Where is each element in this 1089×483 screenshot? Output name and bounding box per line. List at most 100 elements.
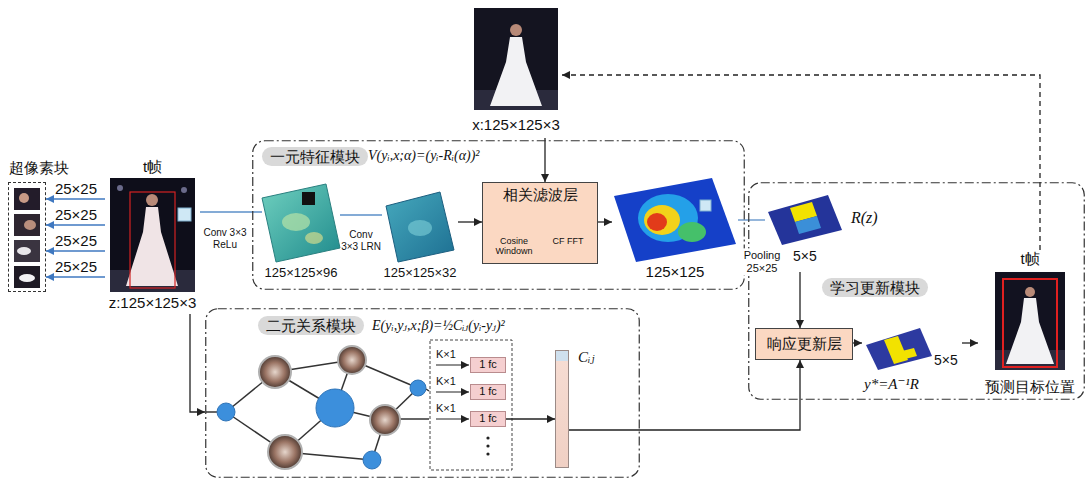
superpixel-patch — [14, 214, 40, 236]
feature-map: 125×125×32 — [382, 182, 458, 284]
text-holder: 125×125×96 — [262, 266, 340, 281]
connector — [506, 418, 555, 419]
dimension-label: K×1 — [436, 375, 456, 388]
edge-label: Pooling 25×25 — [739, 248, 785, 275]
text-holder: t帧 — [978, 250, 1082, 267]
ellipsis-dot — [486, 444, 489, 447]
fc-group-bracket — [430, 340, 512, 470]
node-label: CF FFT — [543, 236, 593, 246]
connector — [962, 342, 978, 343]
text-holder: E(yᵢ,yⱼ,x;β)=½Cᵢⱼ(yᵢ-yⱼ)² — [372, 318, 505, 334]
region-border — [749, 183, 1085, 400]
heat-map — [614, 178, 736, 262]
fc-layer-box: 1 fc — [470, 384, 506, 400]
text-holder: 5×5 — [934, 352, 958, 368]
feature-map-slab — [386, 192, 454, 262]
ellipsis-dot — [486, 436, 489, 439]
window-cube — [178, 208, 191, 221]
patch-detail — [17, 247, 31, 255]
connector — [562, 75, 1040, 250]
response-grid: R(z) 5×5 — [765, 192, 890, 272]
cosine-window-image — [500, 204, 528, 232]
text-holder: x:125×125×3 — [470, 116, 562, 133]
graph-link — [206, 411, 217, 413]
region-border — [206, 309, 640, 478]
feature-map: 125×125×96 — [262, 182, 340, 284]
text-holder: 25×25 — [55, 232, 97, 249]
node-label: Cosine Windown — [488, 236, 540, 257]
module-region: 学习更新模块R(z)5×5响应更新层y*=A⁻¹R5×5t帧预测目标位置 — [748, 182, 1085, 400]
frame-image: t帧预测目标位置 — [978, 250, 1082, 398]
node-label: 1 fc — [471, 412, 505, 425]
connector — [190, 314, 205, 412]
graph-photo-node — [370, 405, 400, 435]
region-outline — [748, 182, 1085, 400]
connector — [799, 272, 800, 328]
predicted-box — [1003, 279, 1057, 367]
edge-label: 25×25 — [55, 206, 97, 223]
frame-image: t帧z:125×125×3 — [105, 158, 200, 314]
node-label: 超像素块 — [9, 159, 69, 176]
edge-label: Conv 3×3 LRN — [341, 229, 381, 252]
region-outline — [205, 308, 640, 478]
response-grid: y*=A⁻¹R5×5 — [862, 326, 962, 398]
kernel-cube — [302, 192, 315, 205]
response-map: 125×125 — [612, 175, 738, 282]
node-label: 5×5 — [934, 352, 958, 368]
text-holder: Cosine Windown — [488, 236, 540, 257]
feature-blotch — [408, 220, 432, 236]
connector — [46, 276, 105, 277]
singer-head — [1025, 287, 1035, 297]
module-title: 一元特征模块 — [262, 147, 368, 166]
node-label: 125×125×96 — [262, 266, 340, 281]
graph-link — [426, 389, 429, 391]
text-holder: R(z) — [851, 209, 878, 227]
heat-blob — [644, 205, 680, 235]
region-border — [253, 141, 745, 290]
text-holder: Pooling 25×25 — [739, 248, 785, 275]
ellipsis-dot — [486, 452, 489, 455]
node-label: x:125×125×3 — [470, 116, 562, 133]
text-holder: V(yᵢ,x;α)=(yᵢ-Rᵢ(α))² — [368, 148, 480, 164]
fc-layer-box: 1 fc — [470, 411, 506, 427]
node-label: 预测目标位置 — [978, 378, 1082, 395]
connector — [46, 198, 105, 199]
connector — [738, 219, 765, 220]
patch-detail — [24, 220, 36, 230]
fft-detail — [558, 208, 578, 228]
text-holder: 相关滤波层 — [483, 186, 597, 203]
singer-dress — [1006, 298, 1054, 364]
grid-cell — [884, 336, 908, 364]
connector — [853, 342, 862, 343]
connector — [200, 211, 262, 212]
module-title: 学习更新模块 — [822, 278, 928, 297]
graph-photo-node — [338, 346, 366, 374]
node-label: Cᵢⱼ — [578, 349, 594, 366]
node-label: 5×5 — [793, 248, 817, 264]
text-holder: 二元关系模块 — [258, 316, 364, 335]
connector — [340, 214, 382, 215]
patch-detail — [19, 274, 35, 282]
text-holder: 5×5 — [793, 248, 817, 264]
filter-layer-box: 相关滤波层 Cosine WindownCF FFT — [482, 182, 598, 264]
text-holder: 预测目标位置 — [978, 378, 1082, 395]
connector — [569, 360, 800, 430]
frame-photo — [474, 8, 558, 110]
node-label: R(z) — [851, 209, 878, 227]
update-layer-box: 响应更新层 — [755, 328, 853, 360]
feature-map-slab — [262, 184, 340, 262]
frame-photo — [110, 178, 195, 292]
text-holder: Cᵢⱼ — [578, 349, 594, 366]
pool-cube — [700, 200, 711, 211]
region-outline — [252, 140, 745, 290]
node-label: 1 fc — [471, 385, 505, 398]
singer-head — [510, 24, 522, 36]
graph-node — [316, 389, 354, 427]
node-label: 125×125×32 — [382, 266, 458, 281]
frame-photo — [995, 272, 1065, 370]
text-holder: 25×25 — [55, 258, 97, 275]
edge-label: 25×25 — [55, 232, 97, 249]
